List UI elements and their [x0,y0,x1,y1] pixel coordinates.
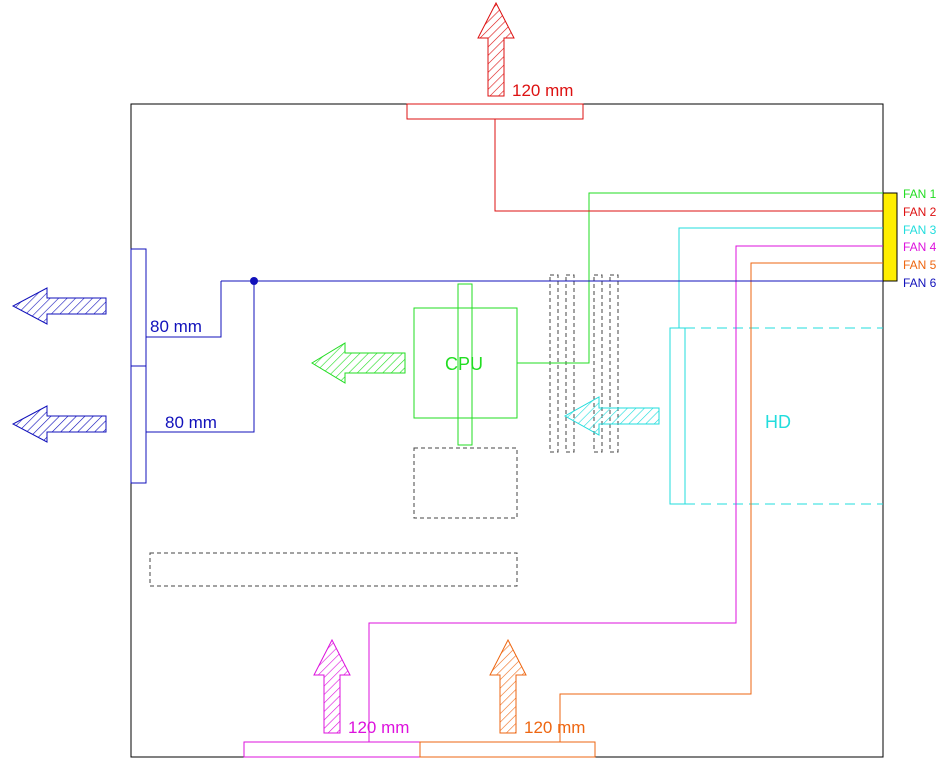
rear-fan-lower-80mm [130,365,147,484]
hd-intake-arrow-icon [563,396,660,436]
cpu-label: CPU [445,354,483,374]
rear-lower-exhaust-arrow-icon [11,405,107,443]
bottom-fan-left-label: 120 mm [348,718,409,737]
bottom-fan-left-120mm [243,741,421,758]
cpu-exhaust-arrow-icon [311,342,406,384]
fan5-label: FAN 5 [903,258,937,272]
bottom-right-intake-arrow-icon [489,638,527,734]
top-fan-120mm [406,103,584,120]
top-fan-label: 120 mm [512,81,573,100]
fan3-label: FAN 3 [903,223,937,237]
rear-fan-upper-label: 80 mm [150,317,202,336]
fan4-label: FAN 4 [903,240,937,254]
fan6-wire [146,280,883,433]
rear-fan-lower-label: 80 mm [165,413,217,432]
fan2-wire [494,119,883,212]
cpu-block [413,307,518,419]
fan6-label: FAN 6 [903,276,937,290]
bottom-left-intake-arrow-icon [313,638,351,734]
bottom-fan-right-label: 120 mm [524,718,585,737]
cpu-cooler-bar [457,283,473,446]
fan5-wire [559,262,883,742]
fan2-label: FAN 2 [903,205,937,219]
top-exhaust-arrow-icon [477,1,515,97]
expansion-slot-outline [149,552,518,587]
fan1-label: FAN 1 [903,187,937,201]
rear-fan-upper-80mm [130,248,147,367]
rear-upper-exhaust-arrow-icon [11,287,107,325]
fan3-wire [678,227,883,328]
bottom-fan-right-120mm [419,741,596,758]
wire-junction-dot [250,277,258,285]
fan-header-connector [882,192,898,282]
chipset-outline [413,447,518,519]
fan1-wire [517,192,883,364]
hd-bay [669,327,883,505]
fan4-wire [368,245,883,742]
hd-label: HD [765,412,791,432]
